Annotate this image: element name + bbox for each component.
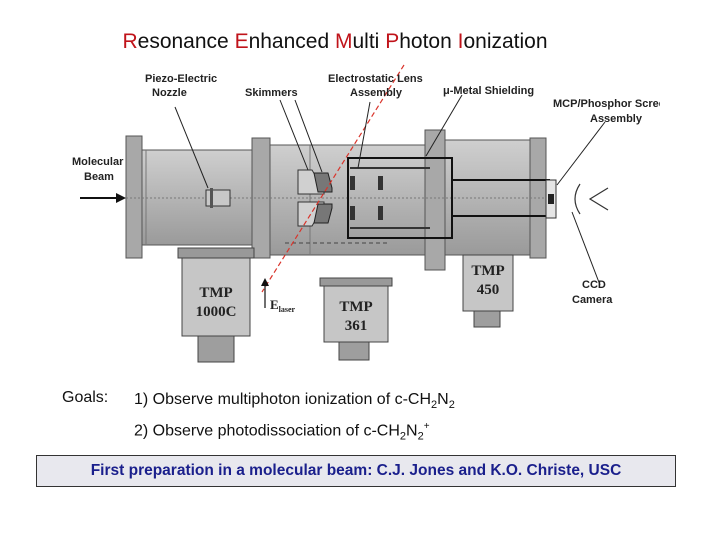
svg-text:Assembly: Assembly (590, 113, 643, 125)
title-word: Photon (385, 30, 452, 53)
svg-text:Elaser: Elaser (270, 297, 296, 314)
diagram-labels: Piezo-Electric Nozzle Skimmers Electrost… (72, 73, 660, 306)
svg-text:CCD: CCD (582, 279, 606, 291)
goal-list: 1) Observe multiphoton ionization of c-C… (134, 389, 455, 448)
goal-item-1: 1) Observe multiphoton ionization of c-C… (134, 391, 455, 412)
pump-tmp-450: TMP 450 (462, 254, 514, 328)
svg-text:1000C: 1000C (196, 304, 237, 320)
pump-tmp-361: TMP 361 (319, 277, 393, 361)
svg-text:Camera: Camera (572, 294, 613, 306)
skimmers (297, 169, 333, 227)
svg-text:450: 450 (477, 282, 500, 298)
electrostatic-lens (350, 167, 430, 229)
goals-label: Goals: (62, 389, 109, 406)
svg-text:Beam: Beam (84, 171, 114, 183)
ccd-camera (574, 183, 609, 215)
apparatus-diagram: TMP 1000C TMP 361 TMP 450 Elaser Piezo-E… (72, 64, 660, 363)
svg-text:Electrostatic Lens: Electrostatic Lens (328, 73, 423, 85)
svg-text:μ-Metal Shielding: μ-Metal Shielding (443, 85, 534, 97)
svg-text:TMP: TMP (199, 285, 232, 301)
credit-box: First preparation in a molecular beam: C… (36, 455, 676, 487)
svg-text:361: 361 (345, 318, 368, 334)
pump-tmp-1000c: TMP 1000C (177, 247, 255, 363)
mu-metal-shielding (285, 157, 550, 244)
title-word: Ionization (457, 30, 548, 53)
goal-item-2: 2) Observe photodissociation of c-CH2N2+ (134, 421, 430, 443)
slide-title: Resonance Enhanced Multi Photon Ionizati… (0, 30, 670, 54)
svg-text:TMP: TMP (471, 263, 504, 279)
title-word: Multi (335, 30, 380, 53)
label-leaders (174, 94, 606, 286)
svg-text:Nozzle: Nozzle (152, 87, 187, 99)
svg-text:Skimmers: Skimmers (245, 87, 298, 99)
mcp-phosphor-screen (545, 179, 557, 219)
svg-text:TMP: TMP (339, 299, 372, 315)
laser-beam: Elaser (261, 64, 405, 314)
piezo-nozzle (205, 188, 231, 208)
title-word: Enhanced (234, 30, 330, 53)
svg-text:Molecular: Molecular (72, 156, 124, 168)
svg-text:MCP/Phosphor Screen: MCP/Phosphor Screen (553, 98, 660, 110)
svg-text:Assembly: Assembly (350, 87, 403, 99)
svg-text:Piezo-Electric: Piezo-Electric (145, 73, 217, 85)
title-word: Resonance (122, 30, 229, 53)
molecular-beam-arrow (80, 193, 550, 203)
